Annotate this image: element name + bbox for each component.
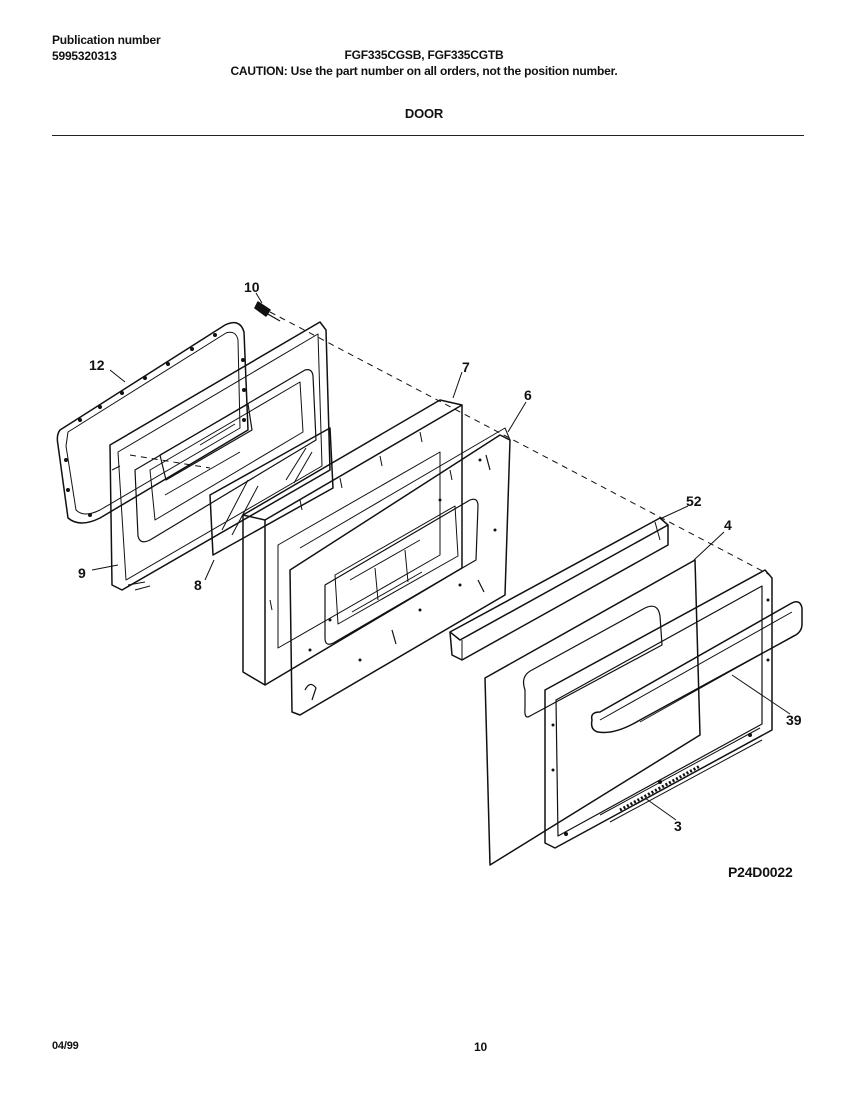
callout-10: 10 bbox=[244, 279, 260, 295]
header-divider bbox=[52, 135, 804, 136]
callout-3: 3 bbox=[674, 818, 682, 834]
part-3-door-frame bbox=[544, 569, 773, 849]
model-numbers: FGF335CGSB, FGF335CGTB bbox=[344, 48, 504, 62]
callout-8: 8 bbox=[194, 577, 202, 593]
callout-4: 4 bbox=[724, 517, 732, 533]
callout-9: 9 bbox=[78, 565, 86, 581]
part-9-door-liner bbox=[109, 321, 331, 591]
part-12-gasket bbox=[56, 321, 249, 524]
page-number: 10 bbox=[474, 1040, 487, 1054]
caution-note: CAUTION: Use the part number on all orde… bbox=[230, 64, 618, 78]
part-39-handle bbox=[590, 601, 803, 734]
alignment-lines bbox=[129, 311, 771, 576]
part-8-inner-glass bbox=[209, 427, 334, 556]
part-10-screw bbox=[254, 301, 281, 322]
diagram-code: P24D0022 bbox=[728, 864, 793, 880]
part-7-insulation bbox=[242, 399, 463, 686]
revision-date: 04/99 bbox=[52, 1040, 79, 1052]
callout-52: 52 bbox=[686, 493, 702, 509]
publication-number: 5995320313 bbox=[52, 49, 117, 63]
callout-12: 12 bbox=[89, 357, 105, 373]
callout-39: 39 bbox=[786, 712, 802, 728]
publication-label: Publication number bbox=[52, 33, 161, 47]
callout-7: 7 bbox=[462, 359, 470, 375]
part-4-outer-glass bbox=[484, 559, 701, 866]
section-title: DOOR bbox=[404, 106, 444, 121]
leader-lines bbox=[91, 292, 791, 821]
callout-6: 6 bbox=[524, 387, 532, 403]
part-52-trim-strip bbox=[449, 517, 669, 661]
part-6-inner-panel bbox=[289, 427, 511, 716]
